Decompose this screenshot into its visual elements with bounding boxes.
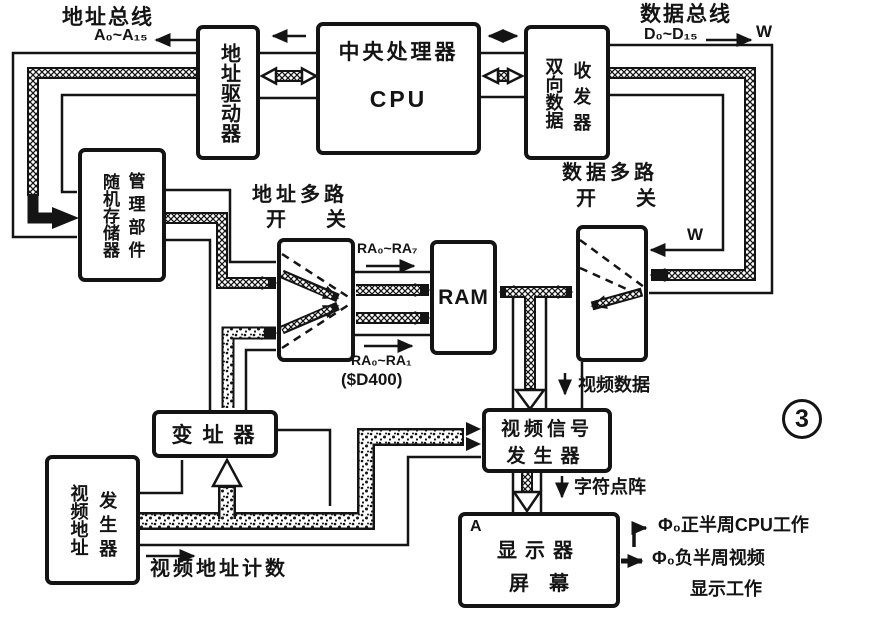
indexer-box: 变址器 (152, 410, 278, 458)
phi-negative-line2-label: 显示工作 (690, 579, 762, 599)
ra-bottom-label: RA₀~RA₁ (351, 352, 412, 368)
address-mux-title-line1: 地址多路 (252, 184, 348, 206)
address-mux-box (277, 238, 355, 362)
data-mux-title-line1: 数据多路 (562, 162, 658, 184)
memory-management-box: 随机存储器 管理部件 (78, 148, 166, 282)
address-bus-title: 地址总线 (62, 6, 154, 29)
write-signal-label: W (687, 225, 704, 244)
ra-bottom-address-label: ($D400) (341, 370, 403, 389)
mem-mgmt-col1-label: 随机存储器 (100, 172, 119, 258)
video-addr-gen-col1-label: 视频地址 (68, 484, 89, 556)
transceiver-col2-label: 收发器 (571, 60, 592, 139)
transceiver-col1-label: 双向数据 (543, 56, 564, 129)
address-driver-box: 地址驱动器 (196, 25, 260, 160)
video-signal-generator-box: 视频信号 发生器 (482, 408, 612, 473)
video-signal-gen-line1-label: 视频信号 (500, 418, 593, 440)
indexer-label: 变址器 (171, 424, 265, 447)
display-screen-box: A 显示器 屏 幕 (458, 512, 620, 608)
data-mux-box (576, 225, 648, 362)
data-mux-title-line2: 开 关 (576, 188, 656, 210)
video-addr-count-label: 视频地址计数 (150, 558, 288, 580)
data-transceiver-box: 双向数据 收发器 (524, 25, 610, 160)
cpu-abbr-label: CPU (369, 86, 428, 112)
ram-box: RAM (430, 240, 497, 355)
display-line1-label: 显示器 (497, 540, 581, 562)
ra-top-label: RA₀~RA₇ (357, 240, 418, 256)
figure-number-badge: 3 (782, 399, 822, 439)
data-bus-write-label: W (756, 22, 773, 41)
address-mux-title-line2: 开 关 (266, 209, 346, 231)
cpu-box: 中央处理器 CPU (316, 22, 481, 155)
display-line2-label: 屏 幕 (509, 573, 569, 595)
display-corner-label: A (470, 518, 482, 535)
mem-mgmt-col2-label: 管理部件 (125, 172, 145, 264)
address-bus-range: A₀~A₁₅ (94, 27, 148, 44)
video-signal-gen-line2-label: 发生器 (506, 445, 588, 467)
char-matrix-label: 字符点阵 (574, 477, 646, 497)
data-bus-title: 数据总线 (640, 3, 732, 26)
ram-label: RAM (438, 285, 489, 309)
data-bus-range: D₀~D₁₅ (644, 26, 698, 43)
video-address-generator-box: 视频地址 发生器 (45, 455, 140, 585)
cpu-name-label: 中央处理器 (338, 41, 459, 64)
video-data-label: 视频数据 (578, 375, 650, 395)
video-addr-gen-col2-label: 发生器 (97, 491, 118, 563)
phi-positive-label: Φ₀正半周CPU工作 (658, 515, 809, 535)
phi-negative-line1-label: Φ₀负半周视频 (652, 548, 765, 568)
address-driver-label: 地址驱动器 (217, 42, 240, 143)
